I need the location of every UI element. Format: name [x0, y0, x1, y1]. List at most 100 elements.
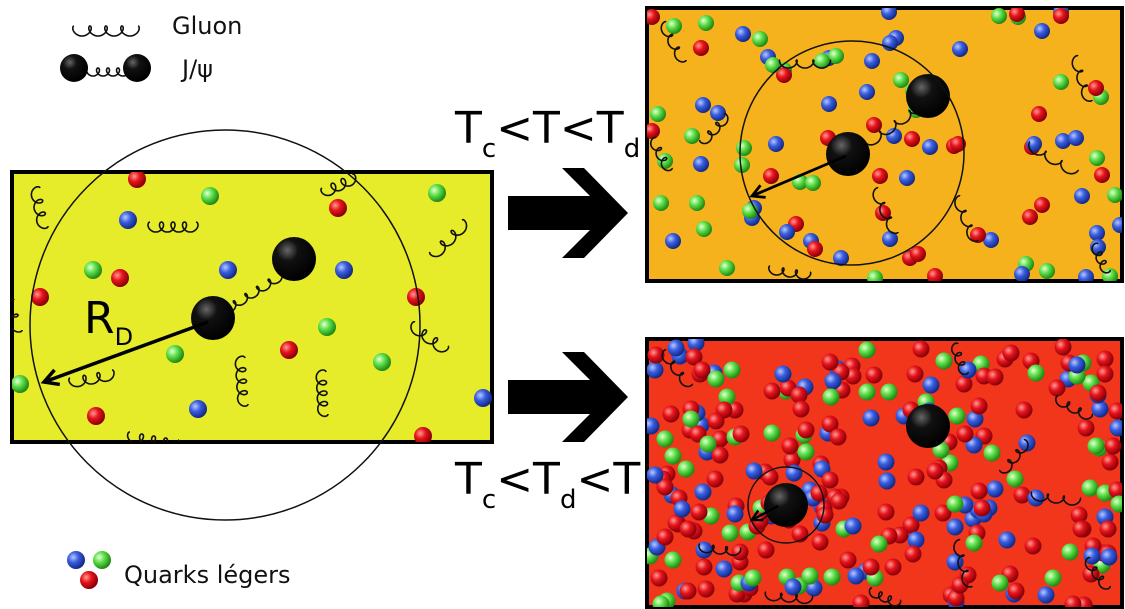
quark: [690, 503, 708, 521]
quark: [833, 250, 849, 266]
quark: [715, 560, 733, 578]
jpsi-quark: [191, 296, 235, 340]
quark: [872, 168, 888, 184]
quark: [882, 35, 898, 51]
quark: [1108, 402, 1122, 420]
quark: [684, 128, 700, 144]
quark: [951, 576, 969, 594]
quark: [662, 405, 680, 423]
transition-label-part: <T<T: [496, 103, 624, 154]
quark: [219, 261, 237, 279]
quark: [866, 117, 882, 133]
quark: [1070, 506, 1088, 524]
quark: [695, 97, 711, 113]
quark: [1112, 217, 1122, 233]
quark: [811, 533, 829, 551]
radius-label-main: R: [84, 293, 115, 344]
gluon-icon: [954, 195, 979, 243]
quark: [768, 136, 784, 152]
quark: [884, 558, 902, 576]
quark: [970, 397, 988, 415]
radius-arrow: [751, 504, 779, 522]
quark: [983, 232, 999, 248]
quark: [732, 425, 750, 443]
gluon-icon: [661, 349, 693, 388]
quark: [922, 139, 938, 155]
gluon-icon: [320, 173, 357, 197]
radius-arrowhead: [40, 368, 61, 387]
quark: [1108, 481, 1122, 499]
quark: [1091, 400, 1109, 418]
quark: [1089, 225, 1105, 241]
quark: [783, 451, 801, 469]
quark: [877, 503, 895, 521]
gluon-icon: [698, 543, 742, 557]
quark: [656, 430, 674, 448]
quark: [656, 478, 674, 496]
jpsi-quark: [123, 54, 151, 82]
quark: [1077, 419, 1095, 437]
quark: [1013, 486, 1031, 504]
quark: [776, 67, 792, 83]
quark: [904, 131, 920, 147]
quark: [666, 18, 682, 34]
gluon-icon: [1055, 395, 1094, 420]
gluon-icon: [950, 342, 969, 376]
quark: [935, 352, 953, 370]
transition-label-part: T: [454, 454, 482, 505]
transition-label-part: d: [624, 134, 641, 164]
quark: [807, 241, 823, 257]
gluon-icon: [660, 20, 687, 63]
quark: [1055, 133, 1071, 149]
quark: [31, 288, 49, 306]
quark: [950, 136, 966, 152]
quark: [844, 517, 862, 535]
quark: [665, 233, 681, 249]
debye-circle-cold: [29, 129, 421, 521]
quark: [673, 500, 691, 518]
quark: [1094, 167, 1110, 183]
debye-circle-warm: [739, 40, 965, 266]
quark: [858, 341, 876, 359]
quark: [1100, 548, 1118, 566]
quark: [902, 516, 920, 534]
quark: [1022, 209, 1038, 225]
quark: [907, 531, 925, 549]
quark: [721, 524, 739, 542]
quark: [111, 269, 129, 287]
quark: [682, 410, 700, 428]
quark: [830, 492, 848, 510]
quark: [699, 435, 717, 453]
quark: [865, 366, 883, 384]
gluon-icon: [30, 186, 49, 230]
quark: [656, 528, 674, 546]
quark: [689, 195, 705, 211]
transition-label-part: T: [454, 103, 482, 154]
quark: [1101, 453, 1119, 471]
quark: [1006, 470, 1024, 488]
quark: [719, 260, 735, 276]
quark: [752, 31, 768, 47]
gluon-icon: [234, 355, 249, 407]
quark: [927, 268, 943, 281]
quark: [652, 595, 670, 607]
quark: [679, 582, 697, 600]
quark: [828, 48, 844, 64]
quark: [87, 407, 105, 425]
quark: [797, 443, 815, 461]
quark: [1061, 543, 1079, 561]
quark: [698, 15, 714, 31]
quark: [870, 535, 888, 553]
legend-gluon-label: Gluon: [172, 12, 242, 40]
gluon-icon: [1071, 54, 1093, 102]
quark: [966, 410, 984, 428]
quark: [707, 412, 725, 430]
quark: [877, 453, 895, 471]
quark: [67, 551, 85, 569]
quark: [904, 545, 922, 563]
quark: [1109, 419, 1122, 437]
gluon-icon: [868, 587, 902, 607]
quark: [959, 361, 977, 379]
quark: [858, 383, 876, 401]
quark: [847, 567, 865, 585]
